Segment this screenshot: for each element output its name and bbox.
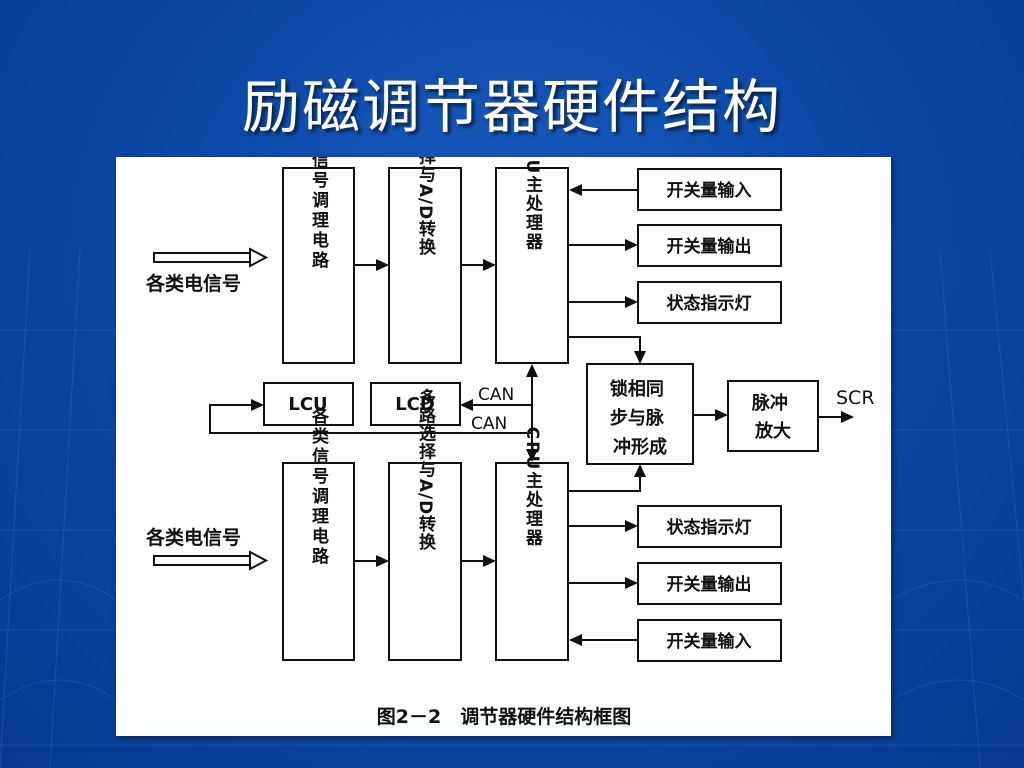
switch-in-label-top: 开关量输入 [667,180,752,201]
can-to-lcu [209,404,532,434]
input-arrow-bottom [153,555,251,566]
arrowhead [483,259,496,271]
switch-out-box-bottom [637,562,782,605]
can-label-lower: CAN [471,414,507,434]
lcu-box [263,382,354,426]
arrowhead [376,259,389,271]
arrowhead [634,464,646,477]
lcd-box [370,382,461,426]
arrowhead [569,184,582,196]
conditioning-box-bottom [282,462,355,661]
sync-pulse-label: 锁相同 步与脉 冲形成 [610,378,670,458]
cpu-box-top [495,167,569,364]
arrowhead [569,634,582,646]
arrowhead [715,409,728,421]
mux-ad-box-bottom [388,462,462,661]
status-led-label-top: 状态指示灯 [667,293,752,314]
can-label-upper: CAN [478,385,514,405]
signal-input-label-bottom: 各类电信号 [145,526,241,549]
status-led-label-bottom: 状态指示灯 [667,517,752,538]
mux-ad-label-bottom: 多路选择与A/D转换 [415,388,436,552]
arrowhead [634,351,646,364]
pulse-amp-box [727,380,819,452]
arrowhead [625,520,638,532]
switch-in-label-bottom: 开关量输入 [667,631,752,652]
wire-cpu-top-to-sync [568,336,641,352]
switch-out-label-top: 开关量输出 [667,236,752,257]
lcu-label: LCU [288,394,327,415]
arrowhead [251,399,264,411]
cpu-label-bottom: CPU主处理器 [522,427,544,548]
arrowhead [625,296,638,308]
signal-input-label-top: 各类电信号 [145,272,241,295]
status-led-box-bottom [637,505,782,548]
diagram-caption: 图2－2 调节器硬件结构框图 [377,705,631,728]
scr-label: SCR [836,387,875,409]
switch-in-box-top [637,168,782,211]
wire-cpu-bottom-to-sync [568,476,641,492]
arrowhead [460,399,473,411]
conditioning-box-top [282,167,355,364]
conditioning-label-top: 各类信号调理电路 [308,157,330,271]
switch-out-box-top [637,224,782,267]
conditioning-label-bottom: 各类信号调理电路 [308,406,330,567]
hardware-block-diagram: 各类信号调理电路 多路选择与A/D转换 CPU主处理器 各类电信号 开关量输入 … [145,157,875,728]
arrowhead [483,555,496,567]
pulse-amp-label: 脉冲 放大 [751,392,794,442]
input-arrowhead-bottom [249,550,269,571]
slide-title: 励磁调节器硬件结构 [241,73,782,141]
switch-in-box-bottom [637,619,782,662]
arrowhead [526,449,538,462]
diagram-panel: 各类信号调理电路 多路选择与A/D转换 CPU主处理器 各类电信号 开关量输入 … [116,157,891,736]
status-led-box-top [637,281,782,324]
cpu-box-bottom [495,462,569,661]
arrowhead [625,577,638,589]
input-arrowhead-top [249,247,269,268]
switch-out-label-bottom: 开关量输出 [667,574,752,595]
arrowhead [625,239,638,251]
mux-ad-box-top [388,167,462,364]
cpu-label-top: CPU主处理器 [522,157,544,251]
lcd-label: LCD [395,394,435,415]
input-arrow-top [153,252,251,263]
arrowhead [526,364,538,377]
arrowhead [841,411,854,423]
arrowhead [376,555,389,567]
mux-ad-label-top: 多路选择与A/D转换 [415,157,436,256]
